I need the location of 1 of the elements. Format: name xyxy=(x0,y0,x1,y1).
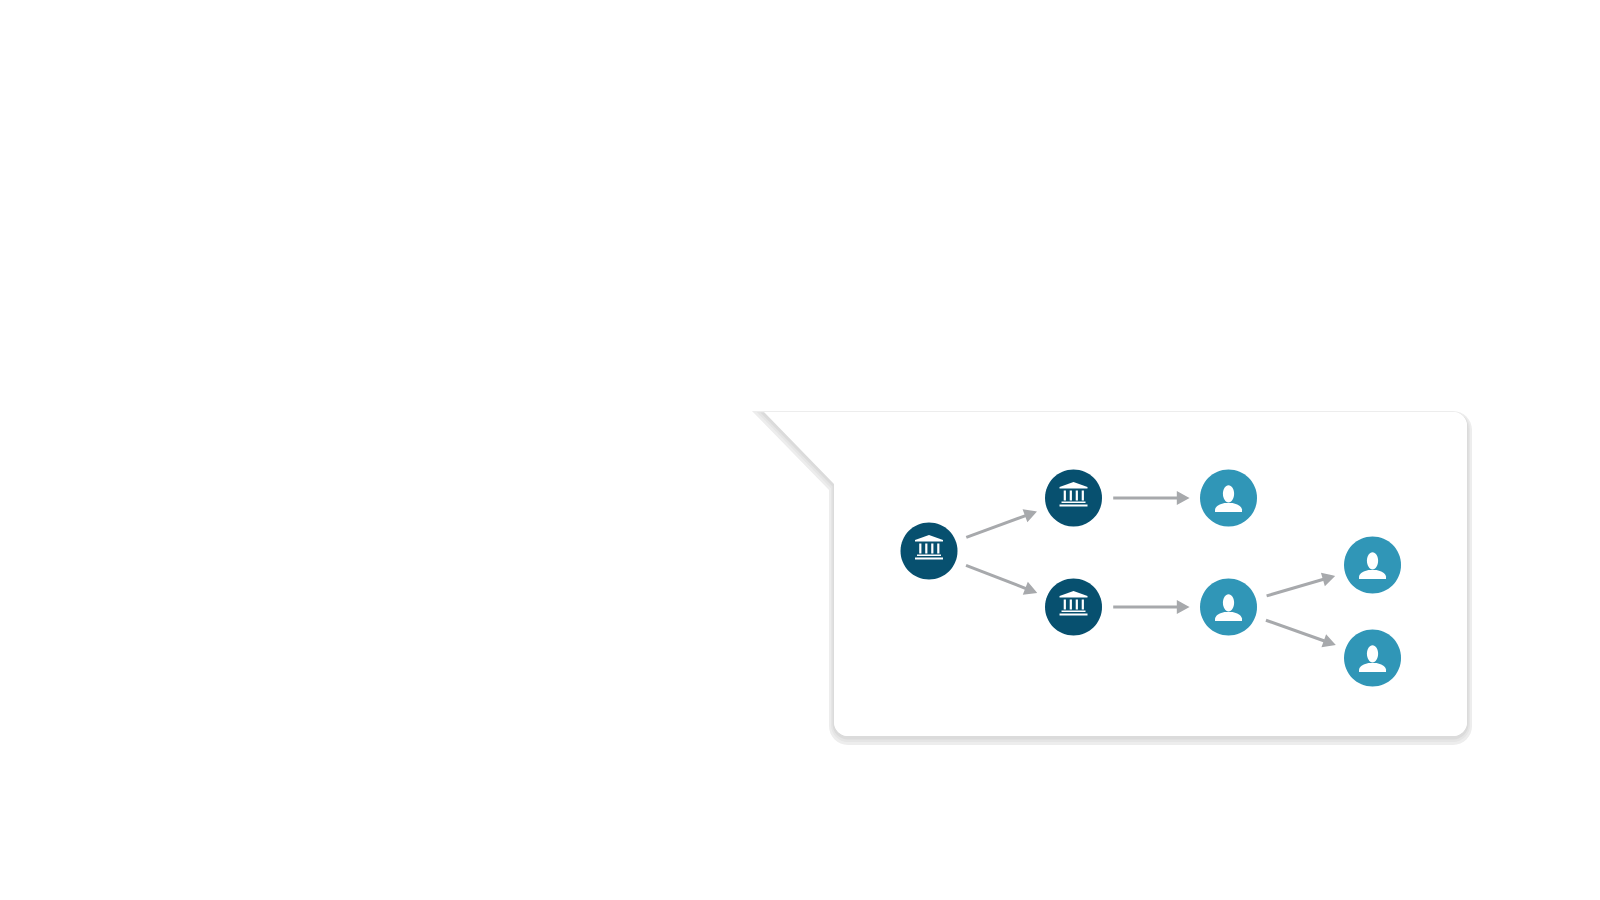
callout-box xyxy=(751,411,1472,745)
